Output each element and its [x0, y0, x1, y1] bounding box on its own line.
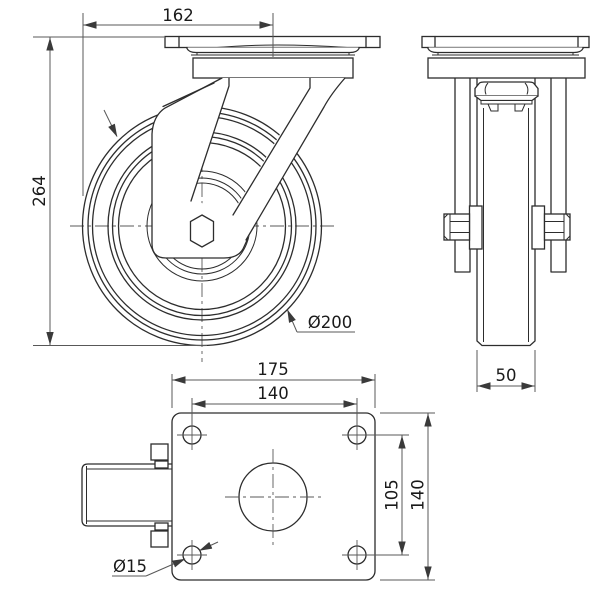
tread-leader-arrow: [103, 109, 118, 137]
dimension-bolt-spacing-width: 140: [191, 384, 358, 426]
dim-text-140-top: 140: [257, 384, 289, 403]
axle-bolt-side: [443, 205, 571, 250]
wheel-side: [476, 77, 536, 347]
swivel-plate-side: [421, 35, 590, 79]
dimension-front-height: 264: [30, 36, 207, 346]
dim-text-264: 264: [30, 175, 49, 207]
fork-front: [151, 77, 346, 259]
bolt-hole: [177, 540, 207, 570]
dimension-wheel-width: 50: [476, 350, 536, 392]
kingpin-hole: [225, 449, 321, 545]
dim-text-162: 162: [162, 6, 194, 25]
dimension-plate-height: 140: [380, 412, 435, 581]
dim-text-140-right: 140: [409, 479, 428, 511]
dim-text-50: 50: [496, 366, 517, 385]
bolt-hole: [342, 540, 372, 570]
side-view: 50: [421, 35, 590, 392]
wheel-top: [81, 443, 173, 548]
dimension-wheel-diameter: Ø200: [287, 309, 355, 333]
mounting-plate-top: [171, 412, 376, 581]
dimension-bolt-hole-diameter: Ø15: [112, 541, 219, 577]
dimension-plate-width: 175: [171, 360, 376, 408]
axle-hex-nut-icon: [189, 214, 215, 248]
kingpin-nut-icon: [474, 81, 539, 112]
front-view: 162 264 Ø200: [30, 6, 381, 362]
dimension-front-width: 162: [82, 6, 274, 196]
dimension-bolt-spacing-height: 105: [368, 434, 409, 556]
dim-text-105: 105: [383, 479, 402, 511]
dim-text-wheel-diameter: Ø200: [308, 313, 352, 332]
dim-text-175: 175: [257, 360, 289, 379]
plate-view: 175 140 105 140: [81, 360, 435, 581]
dim-text-bolt-hole: Ø15: [113, 557, 147, 576]
